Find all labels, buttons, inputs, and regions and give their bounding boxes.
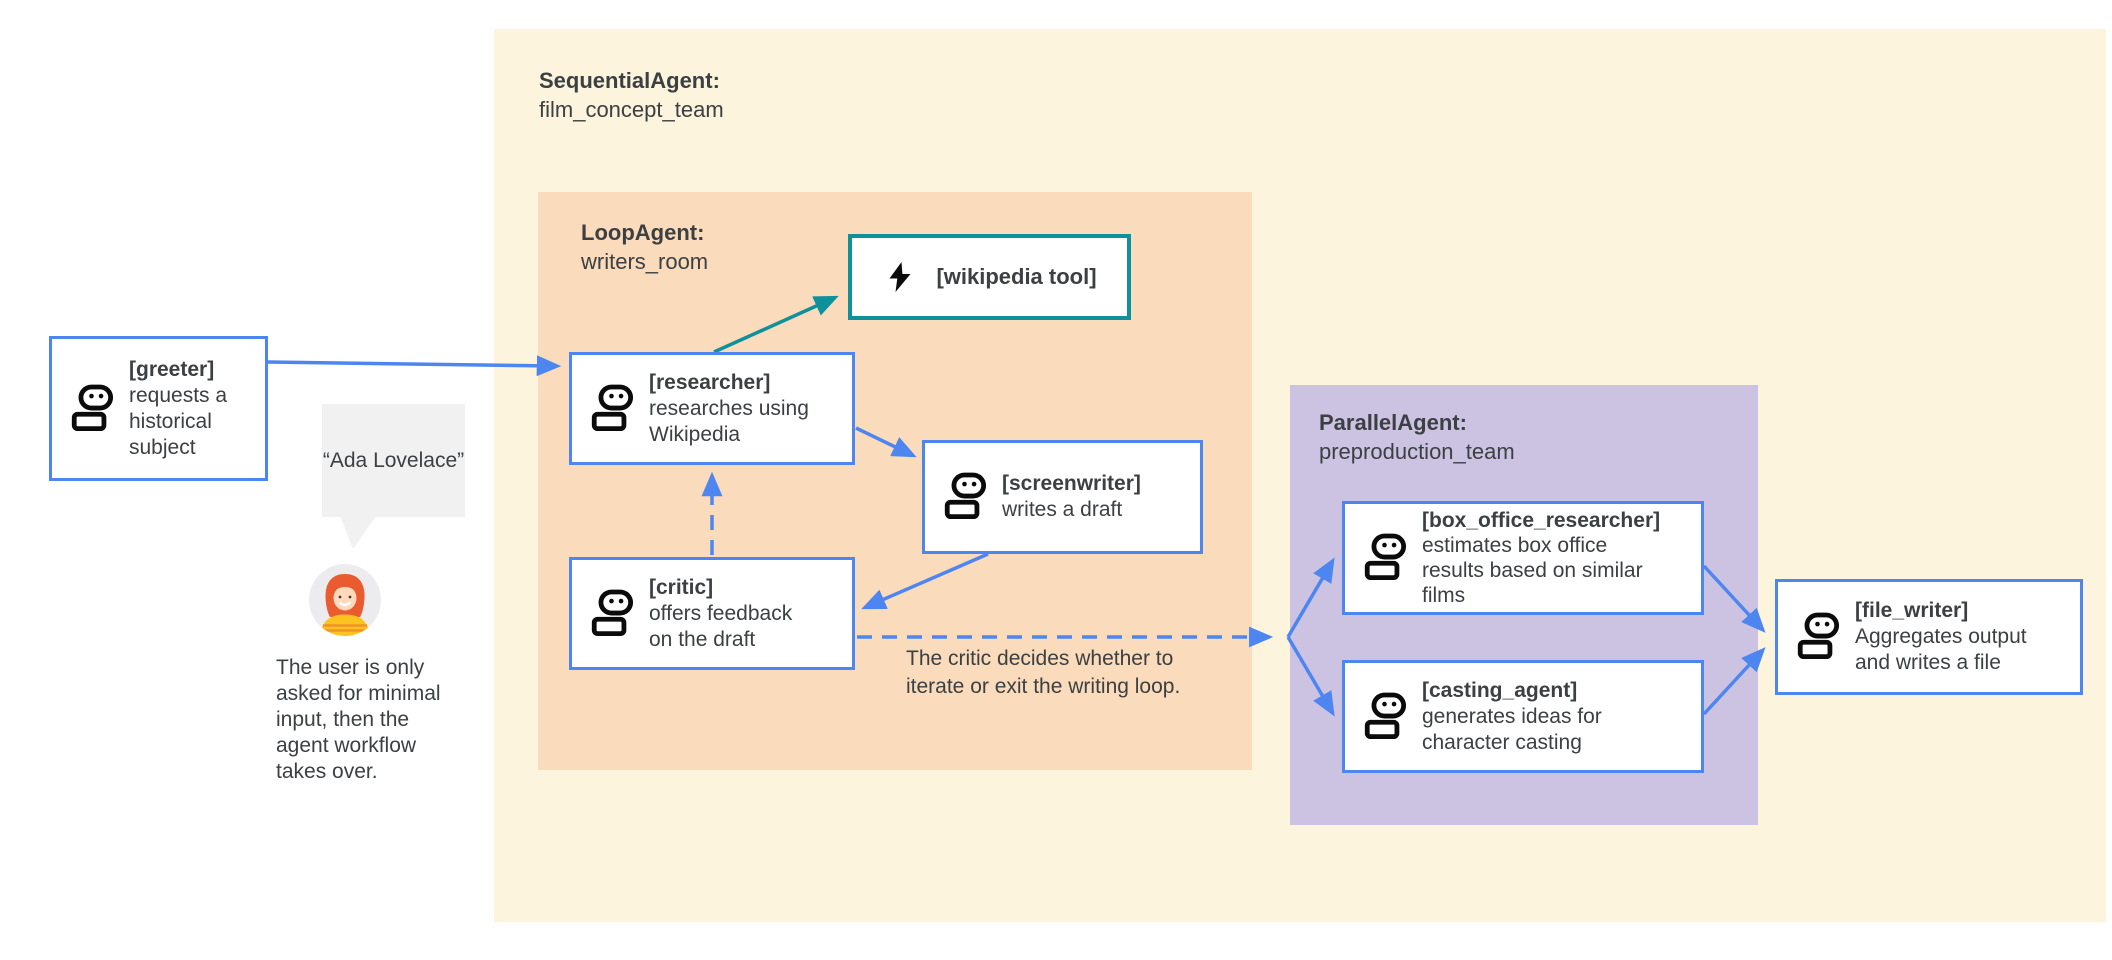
sequential-agent-label: SequentialAgent: film_concept_team (539, 66, 724, 124)
robot-icon (68, 384, 114, 434)
agent-node-box-office-researcher: [box_office_researcher] estimates box of… (1342, 501, 1704, 615)
agent-node-critic: [critic] offers feedback on the draft (569, 557, 855, 670)
robot-icon (1361, 533, 1407, 583)
edge-box-office-to-file-writer (1702, 564, 1766, 633)
agent-node-file-writer: [file_writer] Aggregates output and writ… (1775, 579, 2083, 695)
agent-name: [critic] (649, 575, 714, 599)
agent-desc: requests a historical subject (129, 383, 228, 459)
lightning-bolt-icon (882, 257, 918, 297)
agent-desc: generates ideas for character casting (1422, 704, 1602, 754)
edge-researcher-to-screenwriter (855, 426, 917, 458)
agent-node-casting-agent: [casting_agent] generates ideas for char… (1342, 660, 1704, 773)
agent-node-greeter: [greeter] requests a historical subject (49, 336, 268, 481)
robot-icon (1794, 612, 1840, 662)
group-title: ParallelAgent: (1319, 410, 1467, 435)
group-subtitle: preproduction_team (1319, 439, 1515, 464)
user-input-note: The user is only asked for minimal input… (276, 656, 441, 783)
edge-fork-to-box-office-researcher (1286, 557, 1335, 638)
agent-desc: writes a draft (1002, 498, 1123, 521)
robot-icon (941, 472, 987, 522)
critic-decision-note: The critic decides whether to iterate or… (906, 647, 1181, 698)
group-subtitle: film_concept_team (539, 97, 724, 122)
edge-fork-to-casting-agent (1286, 636, 1335, 717)
agent-desc: Aggregates output and writes a file (1855, 625, 2027, 674)
agent-name: [file_writer] (1855, 599, 1969, 622)
agent-name: [screenwriter] (1002, 472, 1141, 495)
edge-greeter-to-researcher (267, 355, 562, 377)
bubble-tail (340, 516, 376, 549)
robot-icon (588, 384, 634, 434)
edge-casting-to-file-writer (1702, 647, 1766, 716)
agent-desc: researches using Wikipedia (649, 396, 809, 446)
loop-agent-label: LoopAgent: writers_room (581, 218, 708, 276)
user-quote-text: “Ada Lovelace” (322, 449, 465, 472)
agent-name: [box_office_researcher] (1422, 509, 1661, 532)
agent-name: [researcher] (649, 370, 771, 394)
group-title: SequentialAgent: (539, 68, 720, 93)
group-title: LoopAgent: (581, 220, 705, 245)
agent-desc: offers feedback on the draft (649, 601, 793, 651)
parallel-agent-label: ParallelAgent: preproduction_team (1319, 408, 1515, 466)
agent-node-researcher: [researcher] researches using Wikipedia (569, 352, 855, 465)
agent-name: [casting_agent] (1422, 678, 1578, 702)
woman-avatar (309, 564, 381, 636)
tool-name: [wikipedia tool] (936, 264, 1097, 289)
user-quote-bubble: “Ada Lovelace” (322, 404, 465, 517)
group-subtitle: writers_room (581, 249, 709, 274)
robot-icon (588, 589, 634, 639)
tool-node-wikipedia: [wikipedia tool] (848, 234, 1131, 320)
agent-desc: estimates box office results based on si… (1422, 534, 1643, 607)
edge-researcher-to-wikipedia-tool (713, 295, 839, 354)
agent-node-screenwriter: [screenwriter] writes a draft (922, 440, 1203, 554)
agent-name: [greeter] (129, 357, 215, 381)
edge-screenwriter-to-critic (861, 552, 989, 610)
robot-icon (1361, 692, 1407, 742)
